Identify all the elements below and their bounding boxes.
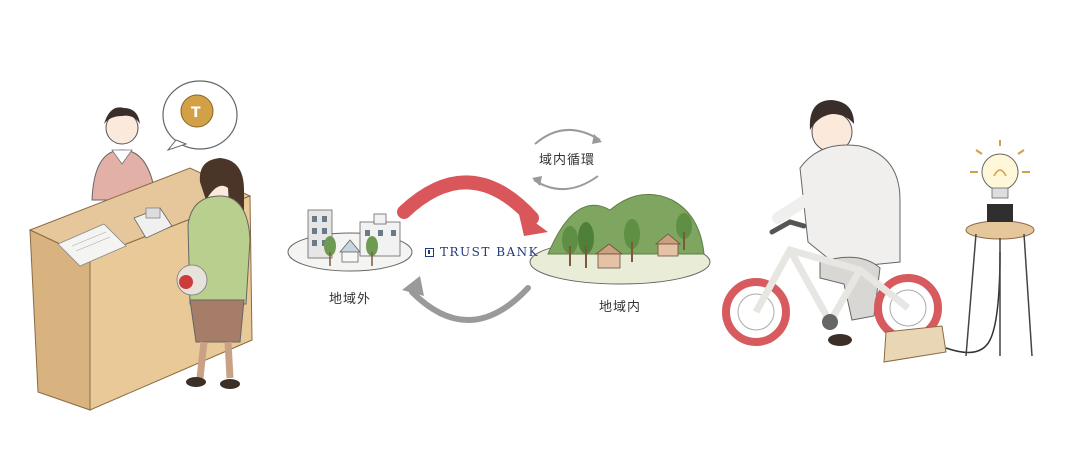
bicycle [722,219,942,346]
bike-generator-scene [722,100,1035,363]
shop-counter-scene: T [28,80,253,411]
trust-bank-logo-mark-icon [425,247,434,257]
trust-bank-brand-name: TRUST BANK [440,245,540,259]
houses [594,233,682,269]
customer-figure [176,158,251,389]
outside-region-label: 地域外 [329,292,371,307]
inside-region-label: 地域内 [599,299,641,315]
circulation-label: 域内循環 [539,152,595,168]
flow-arrows [397,128,602,323]
circulation-arrow-top [534,128,601,145]
shop-counter [28,167,253,411]
lightbulb-icon [970,140,1030,222]
outside-region-island [287,209,413,272]
inside-region-island [529,193,711,285]
grey-arrow [409,285,531,323]
lamp-stand [965,220,1035,357]
generator-box [883,325,947,363]
svg-text:T: T [191,105,201,121]
speech-bubble-coin: T [162,80,238,152]
circulation-arrow-bottom [533,175,599,191]
trees [562,213,692,268]
red-arrow [397,175,539,225]
trust-bank-logo: TRUST BANK [425,245,539,259]
